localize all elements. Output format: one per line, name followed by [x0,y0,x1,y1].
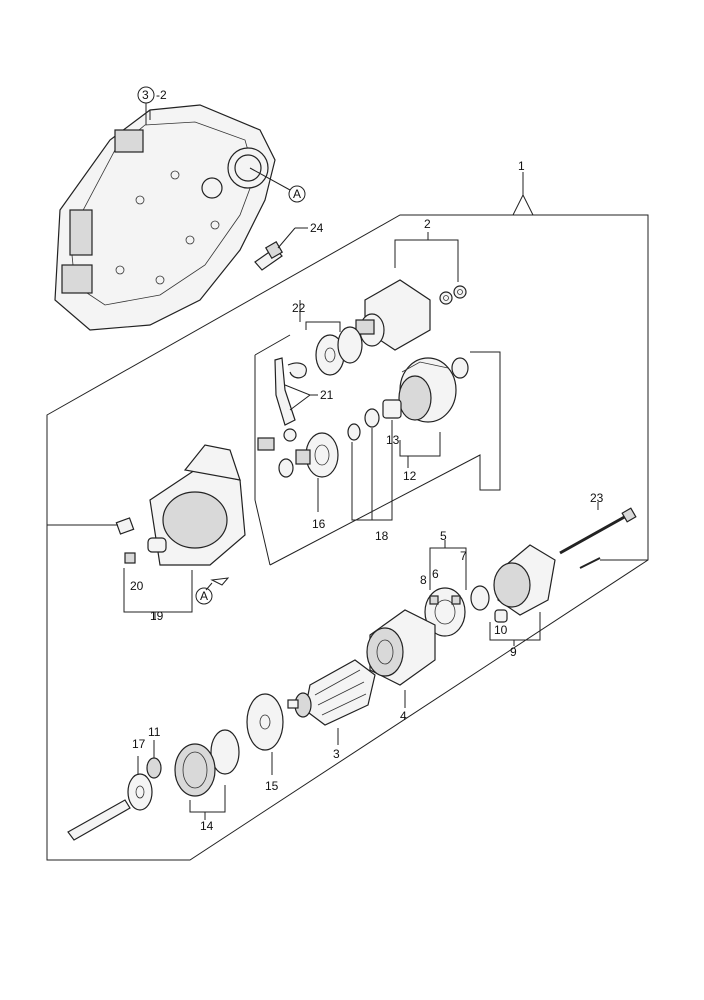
label-16: 16 [312,517,326,531]
planet-gear-11 [146,757,162,779]
drive-pinion-16 [278,432,339,478]
label-20: 20 [130,579,144,593]
bolt-24 [254,240,284,271]
flywheel-housing [54,104,276,331]
washer-22 [315,326,363,376]
label-18: 18 [375,529,389,543]
label-9: 9 [510,645,517,659]
bearing-13 [382,399,402,419]
label-23: 23 [590,491,604,505]
label-2: 2 [424,217,431,231]
armature-3 [287,659,376,726]
label-6: 6 [432,567,439,581]
pinion-housing-12 [398,357,469,423]
label-5: 5 [440,529,447,543]
label-12: 12 [403,469,417,483]
output-shaft-17 [67,773,153,841]
ref-point-a-upper-label: A [293,187,301,201]
label-11: 11 [148,725,161,739]
assembly-ref-suffix: -2 [156,88,167,102]
ref-point-a-lower [195,587,213,605]
yoke-4 [366,609,436,686]
label-13: 13 [386,433,400,447]
label-17: 17 [132,737,146,751]
brush-holder-5 [424,587,466,637]
label-10: 10 [494,623,508,637]
drive-end-frame-19 [115,444,246,566]
label-3: 3 [333,747,340,761]
internal-gear-14 [174,729,240,797]
label-4: 4 [400,709,407,723]
solenoid-2 [355,279,467,351]
label-8: 8 [420,573,427,587]
ref-point-a-upper [288,185,306,203]
label-24: 24 [310,221,324,235]
rear-cover-9 [470,544,556,623]
through-bolt-23 [559,507,637,569]
label-14: 14 [200,819,214,833]
label-1: 1 [518,159,525,173]
assembly-ref-number: 3 [142,88,149,102]
label-15: 15 [265,779,279,793]
label-7: 7 [460,549,467,563]
ring-set-18 [347,408,380,441]
plate-15 [246,693,284,751]
shift-lever-21 [257,357,307,451]
label-21: 21 [320,388,334,402]
label-19: 19 [150,609,164,623]
ref-point-a-lower-label: A [200,589,208,603]
label-22: 22 [292,301,306,315]
